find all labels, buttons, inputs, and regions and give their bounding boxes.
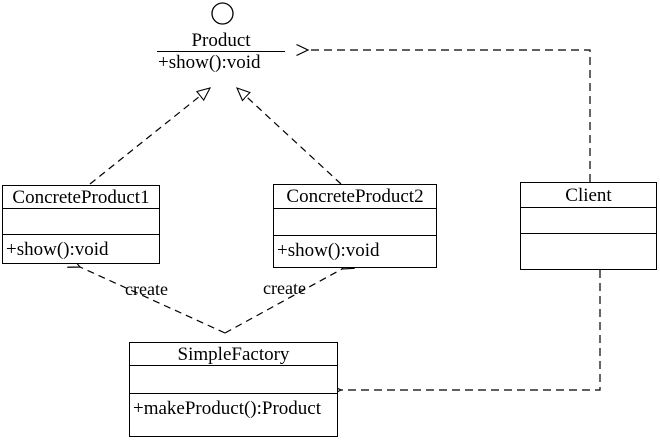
class-simplefactory: SimpleFactory +makeProduct():Product [129,342,338,437]
interface-lollipop-icon [211,2,234,25]
realization-concreteproduct2-product [237,88,342,185]
edge-label-create-right: create [263,278,306,298]
class-concreteproduct2: ConcreteProduct2 +show():void [273,184,437,268]
dependency-client-simplefactory [329,270,601,397]
interface-product-method: +show():void [158,52,261,73]
class-client: Client [520,182,657,270]
dependency-simplefactory-concreteproduct1 [67,256,226,334]
class-client-name: Client [521,183,656,208]
interface-product-name: Product [157,30,285,52]
class-concreteproduct2-attributes [274,209,436,236]
class-concreteproduct1-attributes [3,209,159,235]
dependency-client-product [296,43,591,182]
realization-concreteproduct1-product [89,88,210,185]
dependency-simplefactory-concreteproduct2 [224,258,355,334]
class-simplefactory-name: SimpleFactory [130,343,337,366]
class-concreteproduct2-name: ConcreteProduct2 [274,185,436,209]
edge-label-create-left: create [125,279,168,299]
class-simplefactory-attributes [130,366,337,394]
class-client-attributes [521,208,656,234]
interface-product: Product +show():void [157,30,285,74]
class-simplefactory-methods: +makeProduct():Product [133,398,322,419]
class-concreteproduct1: ConcreteProduct1 +show():void [2,185,160,264]
class-client-methods [521,234,656,269]
class-concreteproduct1-name: ConcreteProduct1 [3,186,159,209]
class-concreteproduct1-methods: +show():void [6,239,109,260]
class-concreteproduct2-methods: +show():void [277,240,380,261]
